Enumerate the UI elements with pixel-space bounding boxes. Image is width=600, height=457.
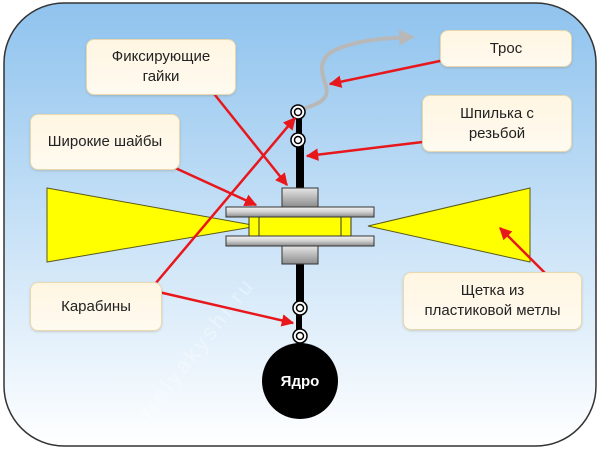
threaded-rod-bottom <box>296 260 304 306</box>
top-nut <box>281 187 319 208</box>
brush-left <box>46 187 259 263</box>
top-washer <box>225 206 375 218</box>
label-stud: Шпилька с резьбой <box>422 95 572 152</box>
label-washers: Широкие шайбы <box>30 114 180 170</box>
core-label: Ядро <box>281 373 320 390</box>
carabiner-ring <box>290 104 306 120</box>
bottom-nut <box>281 245 319 265</box>
carabiner-ring <box>292 300 308 316</box>
rope <box>299 29 416 112</box>
bottom-washer <box>225 235 375 247</box>
carabiner-ring <box>290 132 306 148</box>
brush-right <box>367 187 531 263</box>
pointer-carabiners-top <box>149 117 296 291</box>
carabiner-ring <box>292 328 308 344</box>
label-nuts: Фиксирующие гайки <box>86 39 236 95</box>
threaded-rod-top <box>296 140 304 190</box>
label-rope: Трос <box>440 30 572 67</box>
core-weight <box>262 343 338 419</box>
carabiner-link-top <box>296 112 302 138</box>
carabiner-link-bottom <box>296 308 302 334</box>
label-brush: Щетка из пластиковой метлы <box>403 272 582 330</box>
label-carabiners: Карабины <box>30 282 162 331</box>
brush-hub <box>248 216 352 237</box>
